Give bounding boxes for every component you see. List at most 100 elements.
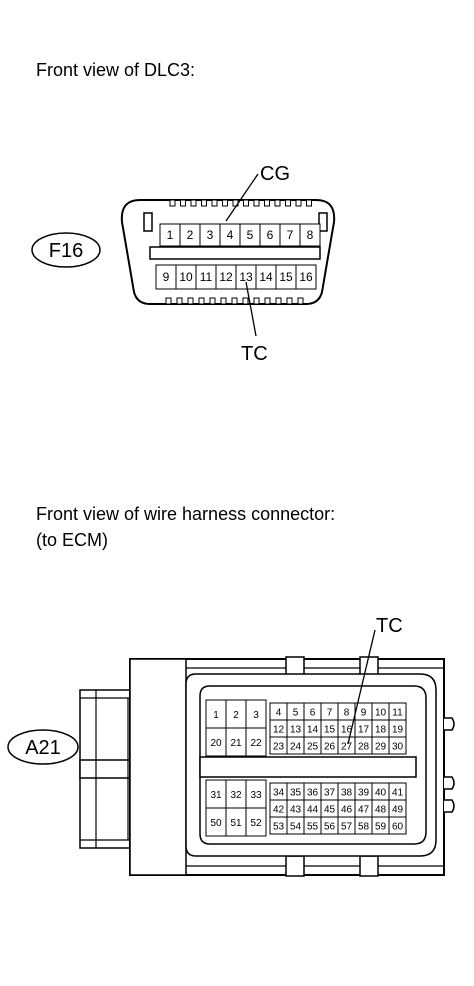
pin-number: 42 [273,805,285,816]
pin-number: 34 [273,788,285,799]
ecm-right-stud-top [444,717,455,731]
pin-number: 3 [253,710,259,721]
pin-cell [245,807,267,837]
dlc3-center-bar [149,246,321,260]
pin-number: 3 [207,228,214,242]
dlc3-notch [190,199,197,207]
dlc3-callout-cg: CG [260,163,290,185]
pin-cell [299,223,321,247]
pin-number: 14 [307,725,319,736]
pin-number: 5 [293,708,299,719]
pin-number: 16 [341,725,353,736]
pin-number: 46 [341,805,353,816]
pin-number: 2 [187,228,194,242]
pin-number: 9 [361,708,367,719]
pin-number: 13 [290,725,302,736]
dlc3-notch [275,297,282,305]
dlc3-notch [180,199,186,207]
pin-number: 32 [230,790,242,801]
pin-cell [295,264,317,290]
pin-number: 28 [358,742,370,753]
pin-cell [245,727,267,757]
pin-number: 33 [250,790,262,801]
dlc3-id-ellipse [31,232,101,268]
dlc3-right-post [318,212,328,232]
pin-number: 47 [358,805,370,816]
pin-number: 22 [250,738,262,749]
ecm-key-bar [199,756,417,778]
pin-number: 23 [273,742,285,753]
pin-number: 29 [375,742,387,753]
dlc3-callout-tc: TC [241,343,268,365]
pin-number: 12 [273,725,285,736]
ecm-callout-tc: TC [376,615,403,637]
pin-number: 27 [341,742,353,753]
pin-cell [388,736,407,755]
pin-number: 48 [375,805,387,816]
ecm-id-ellipse [7,729,79,765]
pin-cell [388,816,407,835]
pin-number: 15 [279,270,293,284]
pin-number: 35 [290,788,302,799]
ecm-right-stud-bottom [444,799,455,813]
ecm-right-stud-mid [444,776,455,790]
pin-number: 7 [287,228,294,242]
pin-number: 30 [392,742,404,753]
pin-number: 38 [341,788,353,799]
pin-number: 41 [392,788,404,799]
pin-number: 1 [213,710,219,721]
ecm-tc-leader [347,629,376,745]
pin-number: 5 [247,228,254,242]
dlc3-notch [285,199,291,207]
pin-number: 25 [307,742,319,753]
pin-number: 40 [375,788,387,799]
pin-number: 8 [307,228,314,242]
dlc3-notch [253,199,260,207]
dlc3-notch [274,199,281,207]
pin-number: 55 [307,822,319,833]
ecm-caption-line1: Front view of wire harness connector: [36,504,336,524]
pin-number: 6 [267,228,274,242]
pin-number: 24 [290,742,302,753]
pin-number: 16 [299,270,313,284]
pin-number: 52 [250,818,262,829]
pin-number: 37 [324,788,336,799]
ecm-housing-left-block [129,658,187,876]
pin-number: 21 [230,738,242,749]
pin-number: 4 [227,228,234,242]
pin-number: 10 [375,708,387,719]
pin-number: 4 [276,708,282,719]
dlc3-tc-leader [245,281,257,337]
ecm-bottom-tab-left [285,855,305,877]
dlc3-cg-leader [225,173,259,222]
dlc3-notch [295,199,302,207]
pin-number: 49 [392,805,404,816]
dlc3-top-notches [169,199,312,207]
dlc3-notch [222,199,228,207]
pin-number: 9 [163,270,170,284]
dlc3-notch [242,297,249,305]
pin-number: 54 [290,822,302,833]
pin-number: 44 [307,805,319,816]
pin-number: 51 [230,818,242,829]
pin-number: 10 [179,270,193,284]
dlc3-bottom-notches [165,297,304,305]
pin-number: 50 [210,818,222,829]
pin-number: 59 [375,822,387,833]
pin-number: 20 [210,738,222,749]
pin-number: 15 [324,725,336,736]
dlc3-notch [243,199,249,207]
pin-number: 36 [307,788,319,799]
ecm-bottom-tab-right [359,855,379,877]
pin-number: 1 [167,228,174,242]
dlc3-notch [187,297,194,305]
pin-number: 57 [341,822,353,833]
pin-number: 14 [259,270,273,284]
pin-number: 8 [344,708,350,719]
